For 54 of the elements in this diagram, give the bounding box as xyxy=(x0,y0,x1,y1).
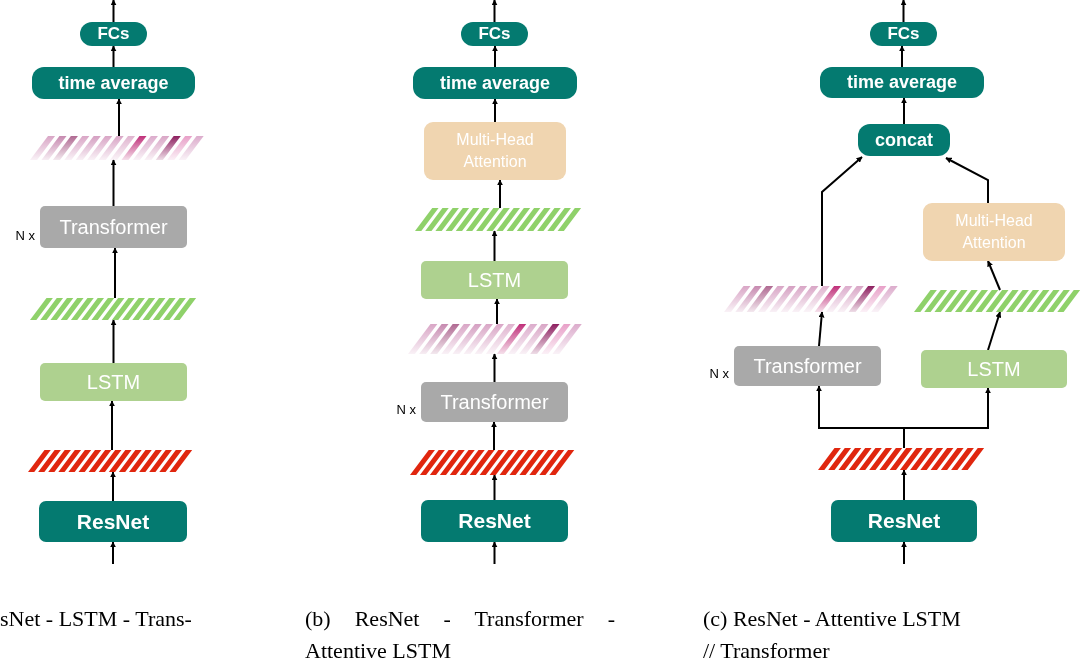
arrow xyxy=(491,0,498,23)
arrow xyxy=(110,45,117,68)
arrow xyxy=(492,98,498,123)
subfigure-caption: (c) ResNet - Attentive LSTM // Transformer xyxy=(703,605,962,665)
subfigure-caption: (b) ResNet - Transformer - Attentive LSTM xyxy=(305,605,615,665)
arrow xyxy=(116,98,122,137)
arrow xyxy=(901,469,907,501)
arrow xyxy=(899,45,905,68)
repeat-label: N x xyxy=(396,401,416,419)
arrow xyxy=(987,260,1001,291)
layer-box: FCs xyxy=(80,22,147,46)
layer-box: time average xyxy=(32,67,195,99)
arrow xyxy=(110,541,116,565)
subfigure-caption: sNet - LSTM - Trans- xyxy=(0,605,193,633)
arrow xyxy=(491,230,498,262)
arrow xyxy=(491,353,498,383)
layer-box: ResNet xyxy=(39,501,187,542)
arrow xyxy=(903,387,991,449)
layer-box: Transformer xyxy=(40,206,187,248)
arrow xyxy=(497,179,503,209)
arrow xyxy=(901,541,907,565)
arrow xyxy=(818,311,825,347)
arrow xyxy=(491,421,497,451)
arrow xyxy=(109,400,115,451)
arrow xyxy=(492,45,498,68)
arrow xyxy=(110,471,116,502)
arrow xyxy=(901,97,907,125)
arrow xyxy=(110,159,117,207)
arrow xyxy=(900,0,907,23)
layer-box: concat xyxy=(858,124,950,156)
layer-box: LSTM xyxy=(921,350,1067,388)
layer-box: FCs xyxy=(870,22,937,46)
layer-box: Transformer xyxy=(734,346,881,386)
layer-box: time average xyxy=(413,67,577,99)
arrow xyxy=(112,247,118,299)
layer-box: ResNet xyxy=(421,500,568,542)
arrow xyxy=(821,156,863,287)
layer-box: LSTM xyxy=(421,261,568,299)
arrow xyxy=(945,157,989,204)
layer-box: LSTM xyxy=(40,363,187,401)
layer-box: Multi-Head Attention xyxy=(923,203,1065,261)
arrow xyxy=(987,311,1002,351)
repeat-label: N x xyxy=(709,365,729,383)
layer-box: Transformer xyxy=(421,382,568,422)
layer-box: FCs xyxy=(461,22,528,46)
layer-box: ResNet xyxy=(831,500,977,542)
arrow xyxy=(494,298,500,325)
arrow xyxy=(491,474,498,501)
layer-box: Multi-Head Attention xyxy=(424,122,566,180)
arrow xyxy=(110,0,117,23)
arrow xyxy=(491,541,498,565)
arrow xyxy=(110,319,117,364)
repeat-label: N x xyxy=(15,227,35,245)
layer-box: time average xyxy=(820,67,984,98)
